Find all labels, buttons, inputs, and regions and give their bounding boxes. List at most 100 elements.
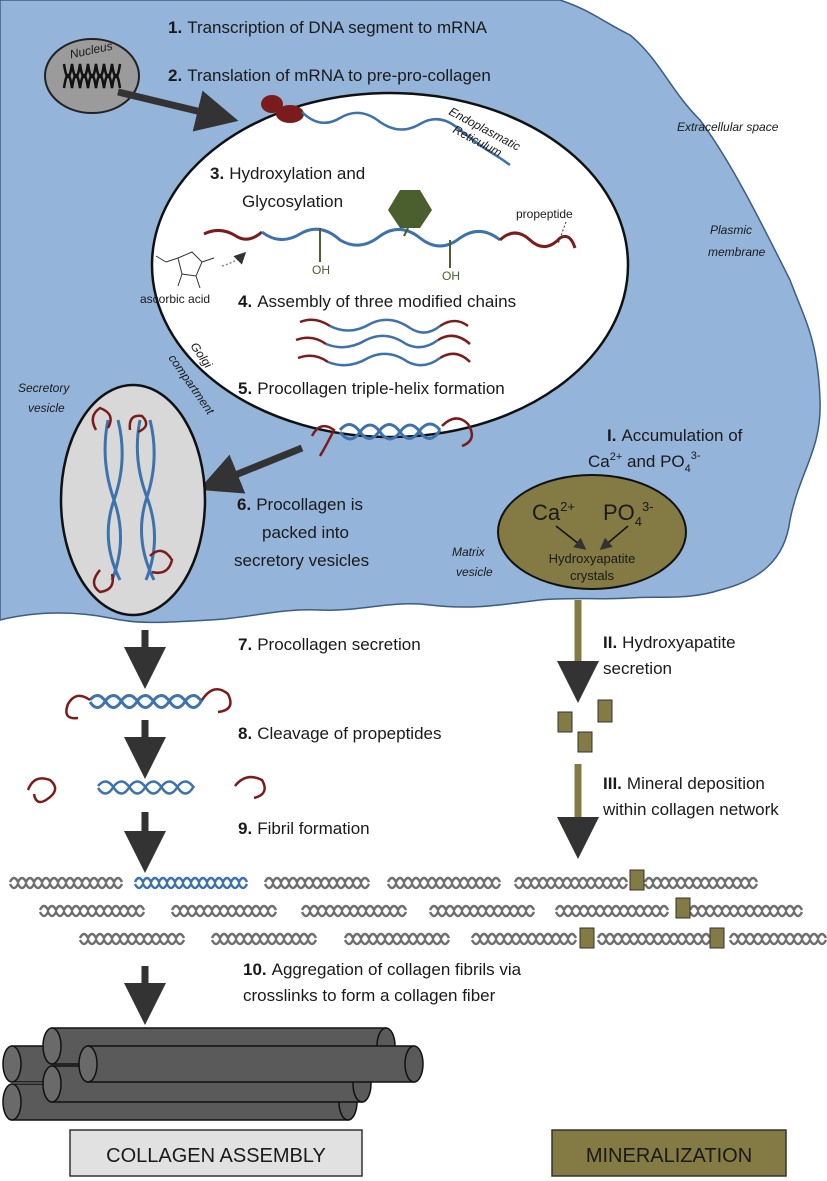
step-10-num: 10. [243, 960, 267, 979]
step-8-text: Cleavage of propeptides [257, 724, 441, 743]
step-I-po: and PO [622, 452, 684, 471]
fibril-strand [428, 904, 536, 913]
modified-chain-helix [261, 227, 501, 248]
step-II-text1: Hydroxyapatite [622, 633, 735, 652]
nucleus: Nucleus [44, 38, 140, 114]
step-8: 8.Cleavage of propeptides [238, 724, 441, 743]
footer-right-box [551, 1129, 787, 1177]
collagen-fiber [2, 1027, 424, 1121]
step-4: 4. Assembly of three modified chains [238, 292, 516, 311]
step-7-text: Procollagen secretion [257, 635, 420, 654]
step-1-text: Transcription of DNA segment to mRNA [187, 18, 487, 37]
step-2-num: 2. [168, 66, 182, 85]
mineral-crystal [629, 869, 645, 891]
modified-chain-propeptide-right [498, 231, 577, 249]
step-3-line1: 3. Hydroxylation and [210, 164, 365, 183]
matrix-vesicle: Ca2+ PO43- Hydroxyapatite crystals [497, 474, 687, 590]
mineral-crystal [675, 897, 691, 919]
step-9-num: 9. [238, 819, 252, 838]
oh-label-1: OH [312, 263, 330, 277]
step-3-num: 3. [210, 164, 224, 183]
cleaved-propeptides [26, 775, 266, 804]
secretory-label-line2: vesicle [28, 401, 65, 415]
hydroxyapatite-crystals [557, 699, 613, 753]
step-1-num: 1. [168, 18, 182, 37]
step-1: 1. Transcription of DNA segment to mRNA [168, 18, 488, 37]
fibril-strand [596, 937, 712, 946]
fibril-strand [343, 932, 451, 941]
plasmic-label-line2: membrane [708, 245, 766, 259]
plasmic-label-line1: Plasmic [710, 223, 752, 237]
matrix-po: PO43- [603, 499, 654, 529]
fibril-strand [513, 881, 629, 890]
step-2-text: Translation of mRNA to pre-pro-collagen [187, 66, 491, 85]
fibril-strand [728, 937, 827, 946]
fibril-strand [210, 937, 318, 946]
step-10-text1: Aggregation of collagen fibrils via [272, 960, 522, 979]
fibril-strand [78, 932, 186, 941]
step-9-text: Fibril formation [257, 819, 369, 838]
hydroxy-label-line1: Hydroxyapatite [549, 551, 636, 566]
step-I-line1: I.Accumulation of [607, 426, 743, 445]
step-I-line2: Ca2+ and PO43- [588, 450, 701, 475]
step-7: 7. Procollagen secretion [238, 635, 421, 654]
step-I-text1: Accumulation of [621, 426, 742, 445]
nascent-chain [301, 111, 511, 167]
sugar-hexagon-icon [388, 190, 432, 228]
matrix-arrow-left [555, 525, 587, 550]
to-vesicle-arrow [198, 444, 304, 494]
fibril-strand [554, 909, 670, 918]
oh-label-2: OH [442, 269, 460, 283]
step-I-po-sup: 3- [691, 450, 701, 462]
step-I-po-sub: 4 [685, 463, 691, 475]
step-6-line3: secretory vesicles [234, 551, 369, 570]
mineral-crystal [709, 927, 725, 949]
fibril-strand [343, 937, 451, 946]
modified-chain-propeptide-left [203, 229, 263, 241]
fibril-strand [470, 937, 578, 946]
step-10-line1: 10. Aggregation of collagen fibrils via [243, 960, 522, 979]
step-III-line2: within collagen network [602, 800, 779, 819]
step-9: 9. Fibril formation [238, 819, 370, 838]
step-6-line2: packed into [262, 523, 349, 542]
secretory-label-line1: Secretory [18, 381, 70, 395]
step-7-num: 7. [238, 635, 252, 654]
mineral-crystal [579, 927, 595, 949]
step-3-line2: Glycosylation [242, 192, 343, 211]
step-5-num: 5. [238, 379, 252, 398]
fibril-strand [170, 909, 278, 918]
step-III-text1: Mineral deposition [627, 774, 765, 793]
fibril-strand [8, 881, 124, 890]
step-III-line1: III. Mineral deposition [603, 774, 765, 793]
hydroxy-label-line2: crystals [570, 568, 615, 583]
step-III-num: III. [603, 774, 622, 793]
matrix-label-line1: Matrix [452, 545, 486, 559]
step-I-ca: Ca [588, 452, 610, 471]
fibril-strand [263, 876, 371, 885]
fibril-strand [78, 937, 186, 946]
matrix-label-line2: vesicle [456, 565, 493, 579]
step-4-num: 4. [238, 292, 252, 311]
ascorbic-acid-molecule [155, 251, 215, 289]
sugar-bond [403, 227, 409, 237]
fibril-strand [643, 881, 759, 890]
fibril-strand [263, 881, 371, 890]
ribosome-icon [261, 95, 304, 123]
fibril-strand [386, 881, 502, 890]
step-II-line1: II.Hydroxyapatite [603, 633, 736, 652]
nucleus-to-er-arrow [117, 88, 239, 132]
step-2: 2. Translation of mRNA to pre-pro-collage… [168, 66, 491, 85]
extracellular-label: Extracellular space [677, 120, 779, 134]
er-golgi-compartment [150, 91, 630, 439]
step-10-line2: crosslinks to form a collagen fiber [243, 986, 496, 1005]
three-chains-assembly [295, 318, 471, 367]
footer-left-box [69, 1129, 363, 1177]
fibril-strand [38, 904, 146, 913]
step-4-text: Assembly of three modified chains [257, 292, 516, 311]
footer-left-label: COLLAGEN ASSEMBLY [106, 1145, 326, 1167]
step-3-text1: Hydroxylation and [229, 164, 365, 183]
step-5: 5.Procollagen triple-helix formation [238, 379, 505, 398]
secreted-procollagen [65, 687, 232, 720]
